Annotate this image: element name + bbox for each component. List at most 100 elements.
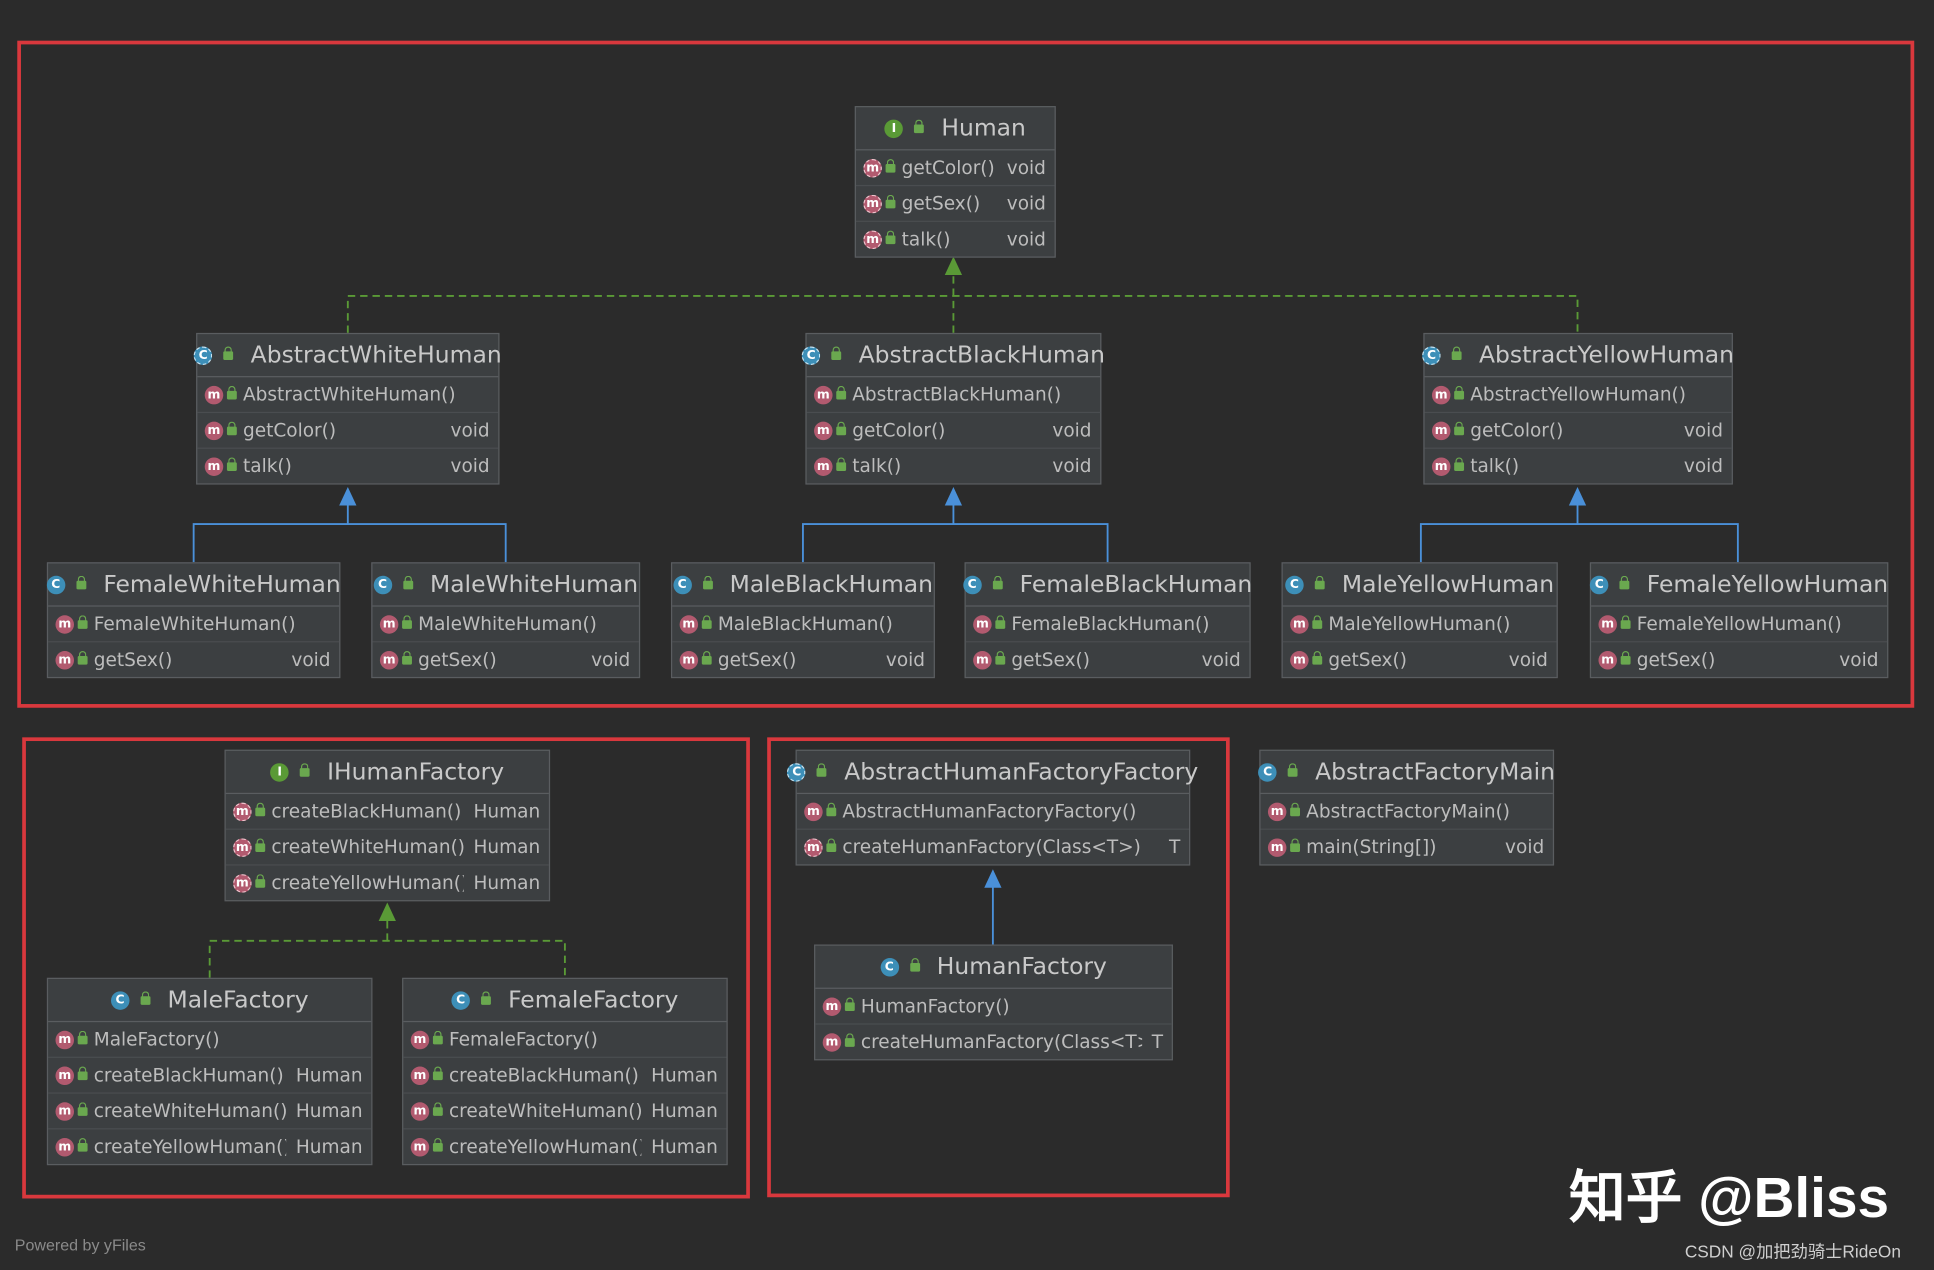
member-name: talk() xyxy=(852,454,902,478)
method-icon: m xyxy=(204,421,224,440)
method-icon: m xyxy=(679,650,699,669)
return-type: T xyxy=(1169,835,1181,859)
abstract-method-icon: m xyxy=(233,873,252,893)
member-name: HumanFactory() xyxy=(860,995,1010,1018)
member-row[interactable]: m MaleBlackHuman() xyxy=(672,607,934,643)
public-lock-icon xyxy=(402,575,413,589)
method-icon: m xyxy=(1431,456,1451,476)
method-icon: m xyxy=(1267,802,1287,821)
public-lock-icon xyxy=(480,990,491,1005)
return-type: void xyxy=(1052,419,1092,442)
class-name: MaleFactory xyxy=(167,986,309,1014)
class-icon: C xyxy=(46,575,66,594)
member-row[interactable]: m AbstractFactoryMain() xyxy=(1260,794,1553,830)
method-icon: m xyxy=(679,614,699,634)
public-lock-icon xyxy=(402,614,412,629)
public-lock-icon xyxy=(1454,385,1465,399)
member-name: createHumanFactory(Class<T>) xyxy=(842,835,1141,859)
member-name: FemaleWhiteHuman() xyxy=(93,612,296,635)
member-name: AbstractFactoryMain() xyxy=(1306,800,1511,823)
node-header: C MaleYellowHuman xyxy=(1282,563,1557,607)
public-lock-icon xyxy=(1451,345,1462,360)
abstract-class-icon: C xyxy=(1422,345,1441,365)
public-lock-icon xyxy=(432,1065,443,1080)
member-name: AbstractWhiteHuman() xyxy=(242,383,456,406)
public-lock-icon xyxy=(1290,802,1301,816)
public-lock-icon xyxy=(701,614,712,629)
member-name: MaleBlackHuman() xyxy=(717,612,893,635)
class-icon: C xyxy=(1285,575,1304,594)
class-name: MaleYellowHuman xyxy=(1341,570,1555,599)
class-icon: C xyxy=(1590,575,1609,594)
class-name: FemaleWhiteHuman xyxy=(103,570,341,599)
public-lock-icon xyxy=(1314,575,1325,589)
return-type: Human xyxy=(295,1064,363,1087)
public-lock-icon xyxy=(255,802,266,816)
return-type: void xyxy=(1006,192,1046,215)
method-icon: m xyxy=(1290,650,1309,669)
member-name: AbstractYellowHuman() xyxy=(1470,383,1686,406)
method-icon: m xyxy=(1290,614,1309,634)
abstract-class-icon: C xyxy=(787,762,806,782)
method-icon: m xyxy=(55,1065,75,1085)
member-name: createYellowHuman() xyxy=(448,1135,642,1158)
method-icon: m xyxy=(410,1137,430,1156)
